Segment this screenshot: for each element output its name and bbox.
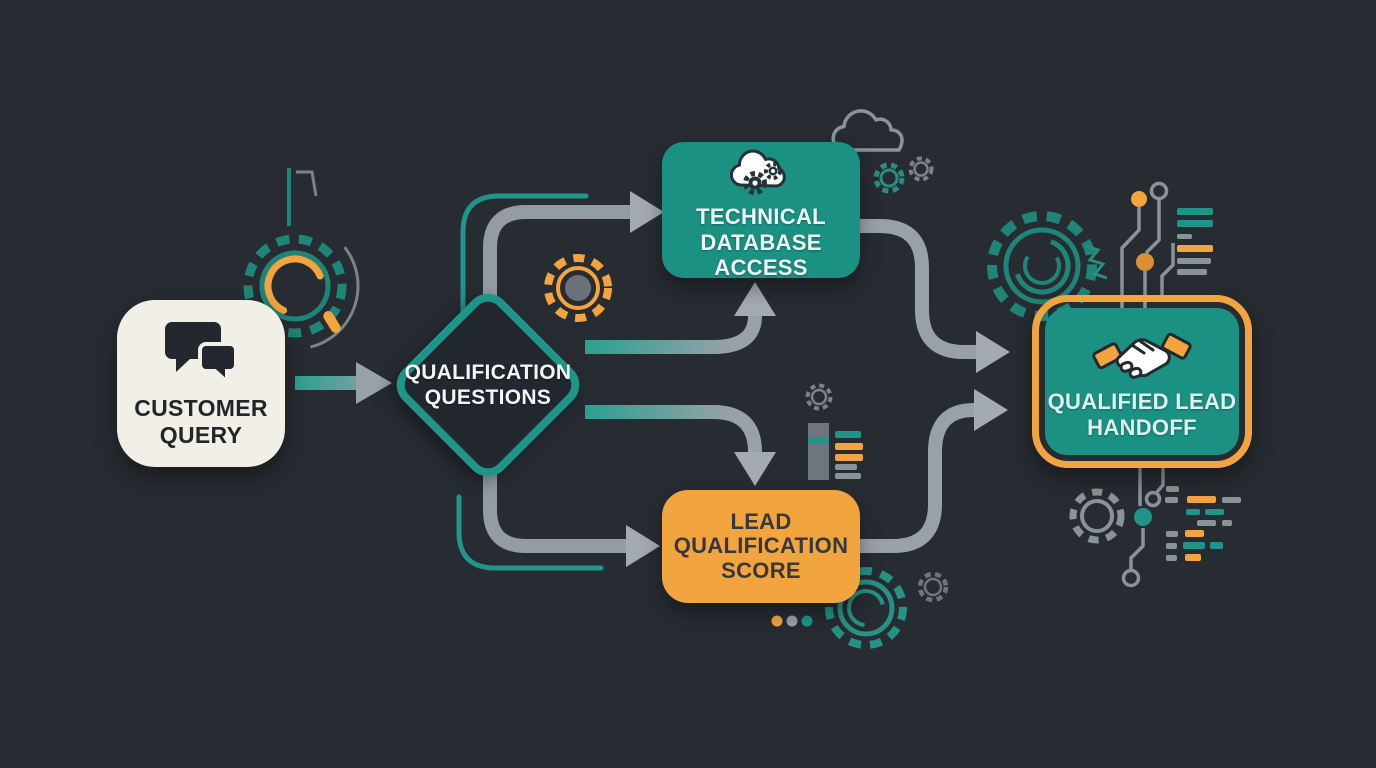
gear-icon xyxy=(230,168,360,351)
technical-database-access-label: TECHNICAL DATABASE ACCESS xyxy=(662,204,860,281)
gear-icon xyxy=(873,156,934,194)
arrow-questions-to-tdb-top xyxy=(460,191,664,383)
node-lead-qualification-score: LEAD QUALIFICATION SCORE xyxy=(662,490,860,603)
gear-icon xyxy=(805,383,833,411)
arrow-questions-to-tdb-up xyxy=(585,282,776,354)
label-line: SCORE xyxy=(721,557,801,583)
label-line: CUSTOMER xyxy=(134,395,268,422)
label-line: QUALIFICATION xyxy=(673,533,849,559)
gear-icon xyxy=(825,567,949,649)
background-decorations xyxy=(230,109,1241,649)
label-line: HANDOFF xyxy=(1087,415,1197,440)
label-line: DATABASE ACCESS xyxy=(700,229,822,281)
gear-icon xyxy=(1069,488,1125,544)
label-line: QUESTIONS xyxy=(424,386,552,409)
gear-icon xyxy=(544,254,612,322)
label-line: QUALIFIED LEAD xyxy=(1047,389,1237,415)
cloud-outline-icon xyxy=(831,109,904,152)
arrow-score-to-handoff xyxy=(858,389,1008,553)
code-lines xyxy=(1165,486,1241,561)
connector-arrows xyxy=(295,191,1010,571)
data-bars-icon xyxy=(1177,208,1213,275)
arrow-tdb-to-handoff xyxy=(858,219,1010,373)
lead-qualification-score-label: LEAD QUALIFICATION SCORE xyxy=(673,508,849,584)
handshake-icon xyxy=(1092,322,1192,387)
node-customer-query: CUSTOMER QUERY xyxy=(117,300,285,467)
label-line: QUALIFICATION xyxy=(404,360,572,384)
qualified-lead-handoff-inner: QUALIFIED LEAD HANDOFF xyxy=(1045,308,1239,455)
cloud-gears-icon xyxy=(723,143,799,202)
arrow-questions-to-score-down xyxy=(585,405,776,486)
qualification-questions-label: QUALIFICATION QUESTIONS xyxy=(388,360,588,410)
label-line: LEAD xyxy=(730,508,792,534)
customer-query-label: CUSTOMER QUERY xyxy=(134,395,268,448)
label-line: TECHNICAL xyxy=(696,204,826,230)
circuit-trace xyxy=(1121,468,1165,588)
node-technical-database-access: TECHNICAL DATABASE ACCESS xyxy=(662,142,860,281)
arrow-questions-to-score-bottom xyxy=(456,396,660,571)
arrow-customer-to-questions xyxy=(295,362,392,404)
label-line: QUERY xyxy=(159,422,243,448)
chat-bubbles-icon xyxy=(160,318,242,389)
progress-dots xyxy=(771,615,813,627)
node-qualified-lead-handoff: QUALIFIED LEAD HANDOFF xyxy=(1032,295,1252,468)
circuit-trace xyxy=(1085,181,1175,338)
node-qualification-questions: QUALIFICATION QUESTIONS xyxy=(387,284,589,486)
data-bars-icon xyxy=(808,423,863,480)
qualified-lead-handoff-label: QUALIFIED LEAD HANDOFF xyxy=(1048,389,1237,440)
